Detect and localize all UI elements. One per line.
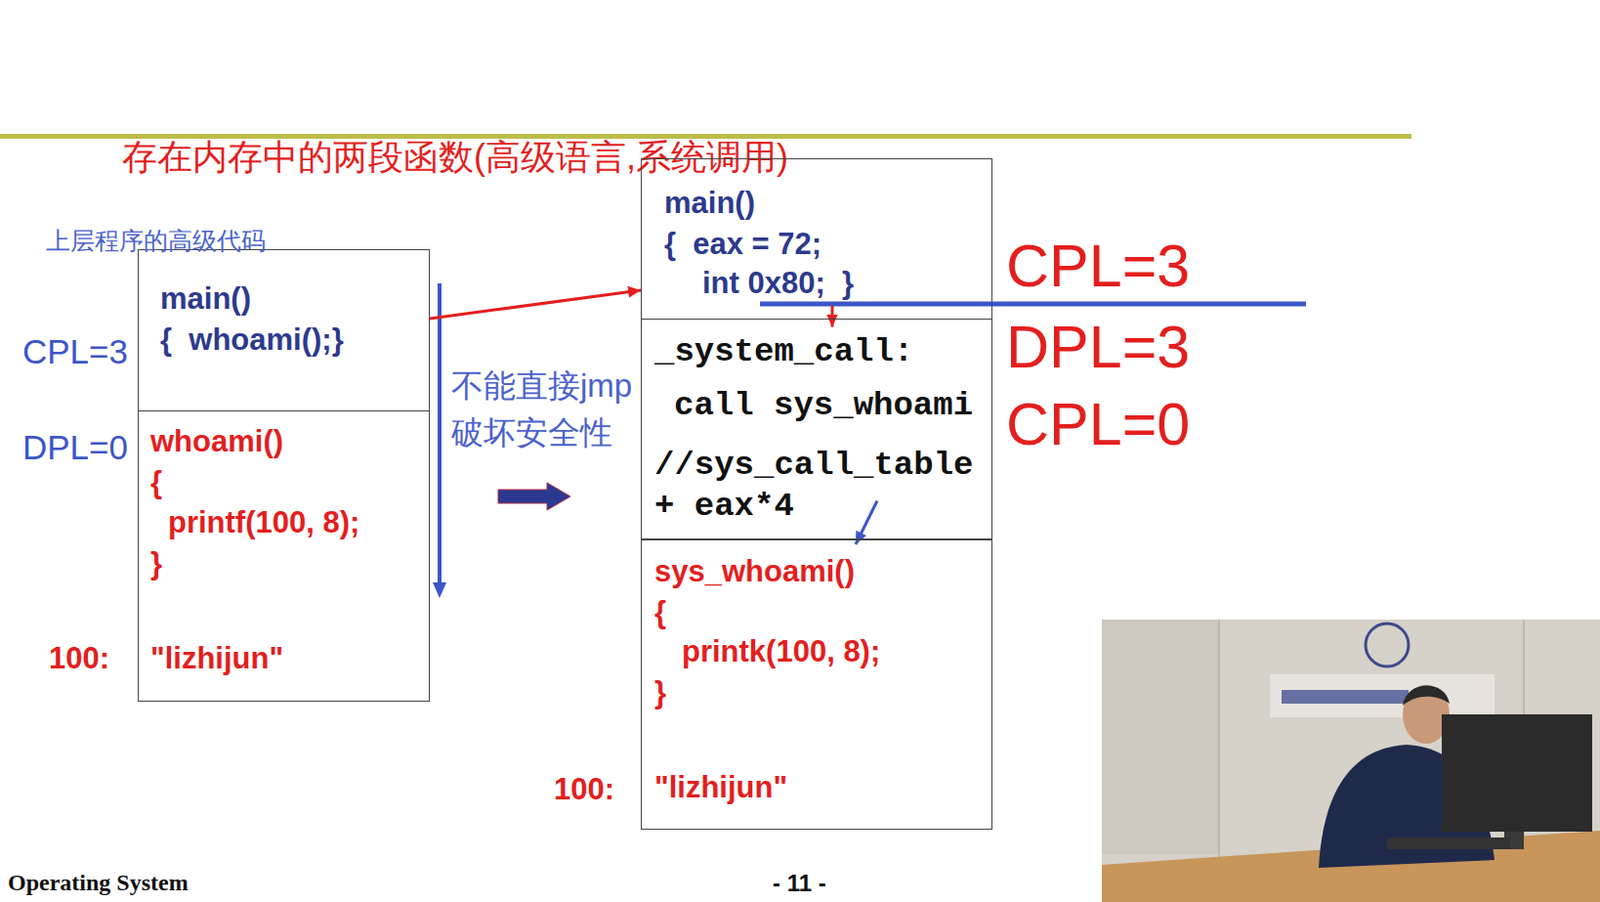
footer-text: Operating System xyxy=(7,869,189,897)
video-thumbnail xyxy=(1101,619,1600,902)
wall-panel xyxy=(1101,619,1220,854)
slide-title: 存在内存中的两段函数(高级语言,系统调用) xyxy=(122,136,789,177)
code-line: sys_whoami() xyxy=(654,553,855,590)
privilege-label: DPL=3 xyxy=(1006,312,1190,381)
keyboard xyxy=(1387,837,1511,849)
privilege-boundary-line xyxy=(759,301,1306,307)
wall-sign xyxy=(1269,673,1495,717)
privilege-label: CPL=3 xyxy=(22,332,128,372)
code-section: main() { whoami();} xyxy=(137,249,430,412)
person-hair xyxy=(1402,684,1450,706)
code-line: main() xyxy=(664,185,756,221)
block-arrow xyxy=(498,482,571,510)
page-number: - 11 - xyxy=(772,869,827,897)
sign-lettering xyxy=(1281,689,1409,704)
code-section: whoami() {printf(100, 8);} "lizhijun" xyxy=(137,410,430,702)
note-label: 不能直接jmp xyxy=(451,367,632,405)
address-label: 100: xyxy=(48,640,110,676)
code-line: { whoami();} xyxy=(160,322,344,358)
panel-seam xyxy=(1218,619,1221,860)
code-line: { xyxy=(150,464,163,501)
kernel-entry-section: _system_call:call sys_whoami //sys_call_t… xyxy=(640,318,993,541)
code-line: //sys_call_table xyxy=(654,446,973,485)
code-line: main() xyxy=(160,281,252,317)
school-logo xyxy=(1365,623,1409,667)
code-line: call sys_whoami xyxy=(673,386,973,425)
note-label: 上层程序的高级代码 xyxy=(45,226,266,255)
code-line: } xyxy=(150,546,163,582)
flow-arrow-shaft xyxy=(437,283,442,585)
code-line: printk(100, 8); xyxy=(681,633,881,670)
privilege-label: CPL=3 xyxy=(1006,231,1190,300)
code-line: whoami() xyxy=(150,423,284,460)
code-line: + eax*4 xyxy=(654,487,795,526)
code-line: { eax = 72; xyxy=(664,226,822,262)
kernel-function-section: sys_whoami() { printk(100, 8);} "lizhijun" xyxy=(640,538,993,830)
wall xyxy=(1101,619,1600,902)
code-line: } xyxy=(654,674,667,711)
privilege-label: CPL=0 xyxy=(1006,389,1190,459)
monitor xyxy=(1441,714,1593,832)
address-label: 100: xyxy=(553,771,615,807)
code-line: _system_call: xyxy=(654,333,914,372)
code-line: "lizhijun" xyxy=(150,640,284,676)
code-section: main() { eax = 72;int 0x80; } xyxy=(640,158,993,320)
call-arrow xyxy=(429,290,641,319)
code-line: printf(100, 8); xyxy=(168,505,360,541)
code-line: { xyxy=(654,594,667,631)
call-arrow xyxy=(831,305,835,328)
code-line: "lizhijun" xyxy=(654,769,788,805)
privilege-label: DPL=0 xyxy=(22,427,128,467)
code-line: int 0x80; } xyxy=(702,265,854,301)
flow-arrow-head xyxy=(432,582,447,598)
note-label: 破坏安全性 xyxy=(451,414,613,452)
